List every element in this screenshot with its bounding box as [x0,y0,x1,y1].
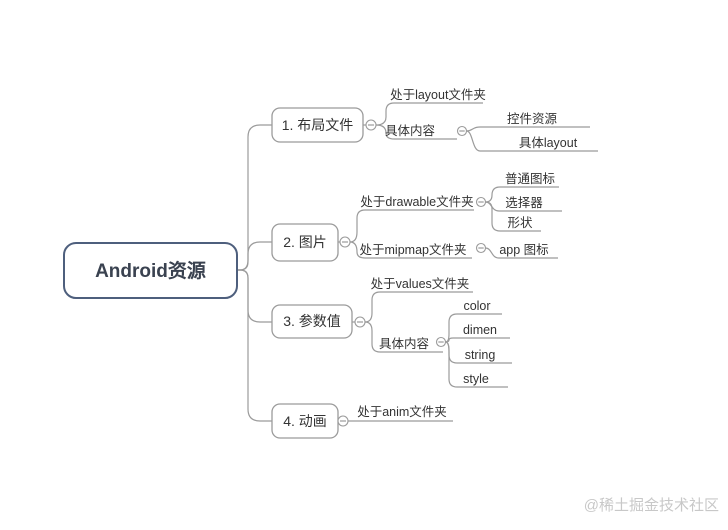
node-values-folder-label[interactable]: 处于values文件夹 [371,276,470,291]
connector-color [445,313,502,343]
node-app-icon-label[interactable]: app 图标 [499,243,548,257]
connector-root-to-branch2 [237,241,272,271]
connector-content-detail-3 [364,321,443,353]
connector-mipmap-folder [349,241,472,259]
collapse-icon-images[interactable] [339,236,351,248]
branch-layout-files: 1. 布局文件 处于layout文件夹 具体内容 控件资源 具体layout [271,87,598,152]
node-content-detail-1-label[interactable]: 具体内容 [385,123,435,138]
node-string-label[interactable]: string [465,348,496,362]
node-drawable-folder-label[interactable]: 处于drawable文件夹 [360,194,473,209]
connector-root-to-branch4 [237,269,272,422]
connector-values-folder [364,291,473,323]
node-images-label[interactable]: 2. 图片 [283,234,327,250]
collapse-icon-parameter-values[interactable] [354,316,366,328]
connector-specific-layout [466,130,598,152]
connector-style [445,341,508,388]
node-normal-icon-label[interactable]: 普通图标 [505,172,555,186]
node-style-label[interactable]: style [463,372,489,386]
connector-dimen [445,337,510,343]
node-shape-label[interactable]: 形状 [507,216,533,230]
node-selector-label[interactable]: 选择器 [505,196,543,210]
branch-parameter-values: 3. 参数值 处于values文件夹 具体内容 color dimen stri… [271,276,512,388]
root-node-label[interactable]: Android资源 [95,259,206,282]
collapse-icon-content-detail-3[interactable] [435,336,447,348]
connector-widget-resource [466,126,590,132]
node-parameter-values-label[interactable]: 3. 参数值 [283,313,341,329]
node-mipmap-folder-label[interactable]: 处于mipmap文件夹 [360,242,467,257]
connector-drawable-folder [349,209,474,243]
collapse-icon-animation[interactable] [337,415,349,427]
node-specific-layout-label[interactable]: 具体layout [519,136,578,150]
node-images-box[interactable] [271,223,339,262]
connector-shape [485,201,541,232]
node-layout-folder-label[interactable]: 处于layout文件夹 [390,87,486,102]
collapse-icon-content-detail-1[interactable] [456,125,468,137]
connector-root-to-branch3 [237,269,272,323]
node-layout-files-label[interactable]: 1. 布局文件 [282,117,354,133]
connector-layout-folder [375,102,483,126]
node-color-label[interactable]: color [463,299,490,313]
node-layout-files-box[interactable] [271,107,364,143]
branch-animation: 4. 动画 处于anim文件夹 [271,403,453,439]
connector-normal-icon [485,186,559,203]
node-anim-folder-label[interactable]: 处于anim文件夹 [357,404,447,419]
node-dimen-label[interactable]: dimen [463,323,497,337]
connector-root-to-branch1 [237,124,272,271]
watermark-label: @稀土掘金技术社区 [584,497,719,514]
node-widget-resource-label[interactable]: 控件资源 [507,112,558,126]
node-content-detail-3-label[interactable]: 具体内容 [379,336,429,351]
node-animation-label[interactable]: 4. 动画 [283,413,327,429]
collapse-icon-drawable-folder[interactable] [475,196,487,208]
trunk-connectors [237,124,366,422]
collapse-icon-layout-files[interactable] [365,119,377,131]
root-node-box[interactable] [63,242,238,299]
collapse-icon-mipmap-folder[interactable] [475,242,487,254]
connector-content-detail-1 [375,124,457,140]
node-parameter-values-box[interactable] [271,304,353,339]
node-root[interactable]: Android资源 [63,242,238,299]
branch-images: 2. 图片 处于drawable文件夹 普通图标 选择器 形状 处于mipmap… [271,172,562,262]
connector-app-icon [485,247,558,259]
